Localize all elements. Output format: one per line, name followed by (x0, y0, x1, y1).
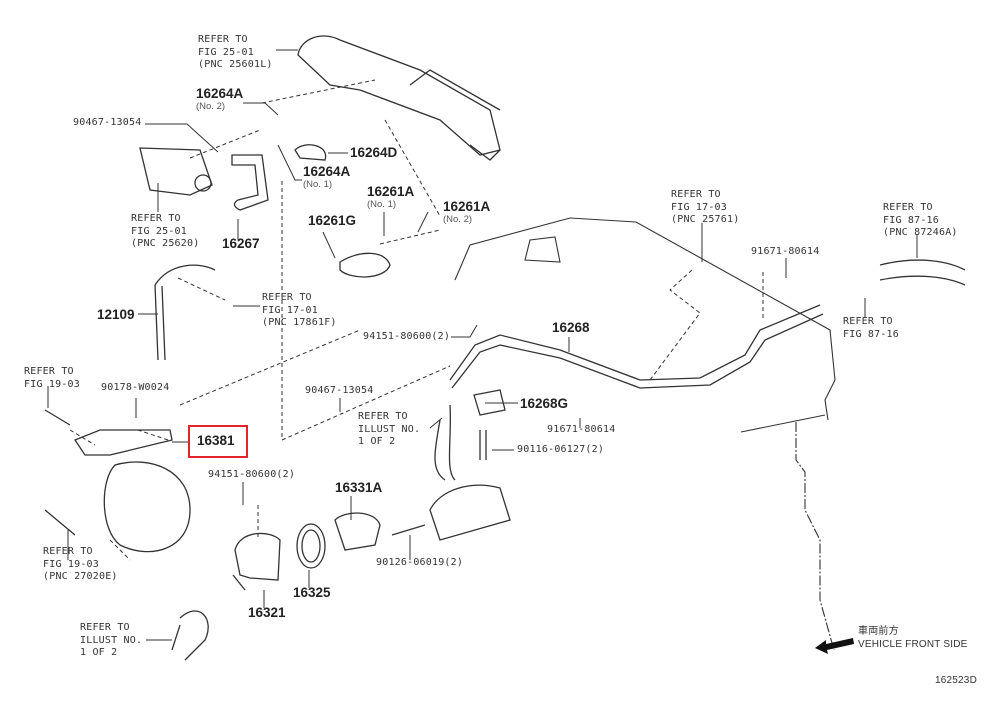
part-16261a-no2: 16261A(No. 2) (443, 199, 491, 225)
part-90116-06127: 90116-06127(2) (517, 444, 605, 455)
front-direction-arrow (815, 638, 854, 654)
part-94151-80600-top: 94151-80600(2) (363, 331, 451, 342)
part-12109: 12109 (97, 307, 135, 322)
part-16325: 16325 (293, 585, 331, 600)
part-16264a-no1: 16264A(No. 1) (303, 164, 351, 190)
part-16261g: 16261G (308, 213, 357, 228)
dashed-guides (69, 79, 764, 561)
part-16268g: 16268G (520, 396, 569, 411)
part-16331a: 16331A (335, 480, 383, 495)
engine-outline (454, 217, 836, 651)
part-90467-13054-mid: 90467-13054 (305, 385, 374, 396)
part-16264d: 16264D (350, 145, 398, 160)
part-90178-w0024: 90178-W0024 (101, 382, 170, 393)
leader-lines (47, 49, 918, 641)
parts-shapes (44, 35, 966, 661)
part-91671-80614-top: 91671-80614 (751, 246, 820, 257)
part-16381-highlighted[interactable]: 16381 (197, 433, 235, 448)
part-16268: 16268 (552, 320, 590, 335)
part-90126-06019: 90126-06019(2) (376, 557, 464, 568)
part-16261a-no1: 16261A(No. 1) (367, 184, 415, 210)
diagram-id: 162523D (935, 675, 977, 686)
part-16267: 16267 (222, 236, 260, 251)
part-91671-80614-mid: 91671-80614 (547, 424, 616, 435)
part-90467-13054-top: 90467-13054 (73, 117, 142, 128)
highlight-box (188, 425, 248, 458)
part-16321: 16321 (248, 605, 286, 620)
part-16264a-no2: 16264A(No. 2) (196, 86, 244, 112)
part-94151-80600-bottom: 94151-80600(2) (208, 469, 296, 480)
